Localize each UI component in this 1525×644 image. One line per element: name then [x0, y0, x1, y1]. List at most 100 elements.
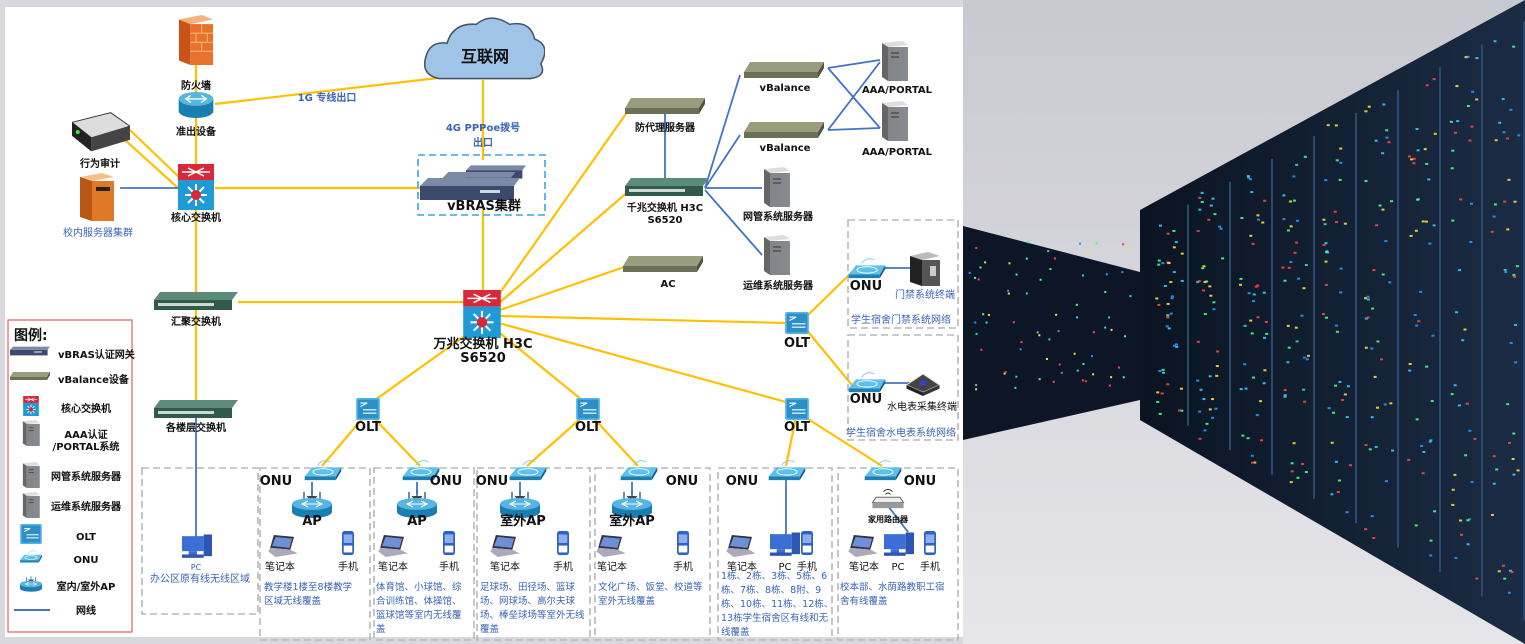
zone-description: 教学楼1楼至8楼教学 [264, 581, 352, 593]
olt-icon [356, 398, 380, 420]
zone-description: 合训练馆、体操馆、 [376, 595, 462, 607]
legend-item: 网管系统服务器 [22, 462, 122, 488]
onu-label: ONU [430, 474, 463, 489]
onu-label: ONU [260, 474, 293, 489]
legend-label: 核心交换机 [61, 402, 111, 415]
vbalance-icon [744, 62, 824, 78]
legend-item: 核心交换机 [22, 396, 111, 416]
vbras-icon [420, 178, 520, 200]
line-1g-label: 1G 专线出口 [298, 91, 357, 104]
zone-description: 校本部、水荫路教职工宿 [840, 581, 945, 593]
phone-icon [677, 531, 689, 555]
audit-label: 行为审计 [79, 157, 120, 170]
olt-icon [576, 398, 600, 420]
legend-item: /PORTAL系统 [53, 440, 120, 453]
olt-icon [785, 398, 809, 420]
zone-description: 体育馆、小球馆、综 [376, 581, 462, 593]
proxy-label: 防代理服务器 [635, 121, 696, 134]
gig-switch-label-2: S6520 [647, 215, 682, 226]
main-switch-label-1: 万兆交换机 H3C [433, 336, 533, 352]
phone-icon [342, 531, 354, 555]
ap-label: AP [302, 514, 322, 529]
device-label: 笔记本 [727, 560, 757, 573]
zone-description: 舍有线覆盖 [840, 595, 888, 607]
zone-description: 文化广场、饭堂、校道等 [598, 581, 703, 593]
gigabit-switch-icon [625, 178, 709, 196]
ac-label: AC [660, 279, 675, 290]
proxy-server-icon [625, 98, 705, 114]
main-switch-icon [463, 290, 501, 338]
olt-label: OLT [784, 420, 810, 435]
device-label: 笔记本 [265, 560, 295, 573]
aaa-label-1: AAA/PORTAL [862, 85, 933, 96]
phone-icon [557, 531, 569, 555]
zone-description: 区域无线覆盖 [264, 595, 322, 607]
legend-title: 图例: [14, 327, 48, 344]
meter-network-title: 学生宿舍水电表系统网络 [846, 426, 956, 439]
aggregation-switch-icon [154, 292, 238, 310]
gig-switch-label-1: 千兆交换机 H3C [627, 201, 703, 214]
floor-switch-label: 各楼层交换机 [165, 421, 226, 434]
legend-label: ONU [74, 555, 99, 566]
legend-label: 网线 [76, 604, 96, 617]
device-label: 笔记本 [490, 560, 520, 573]
device-label: 笔记本 [597, 560, 627, 573]
device-label: 手机 [920, 560, 940, 573]
main-switch-label-2: S6520 [460, 351, 506, 366]
coverage-zone: ONU室外AP笔记本手机足球场、田径场、篮球场、网球场、高尔夫球场、棒垒球场等室… [476, 460, 585, 635]
legend-item: OLT [20, 524, 96, 544]
ap-label: 室外AP [500, 513, 546, 529]
legend-item: ONU [20, 550, 99, 566]
legend-item: vBRAS认证网关 [10, 346, 135, 361]
zone-description: 足球场、田径场、篮球 [480, 581, 576, 593]
nms-server-icon [763, 166, 790, 208]
firewall-label: 防火墙 [181, 79, 211, 92]
zone-description: 线覆盖 [721, 626, 750, 638]
core-switch-icon [22, 396, 40, 416]
phone-icon [801, 531, 813, 555]
zone-description: 栋、7栋、8栋、8附、9 [721, 584, 821, 596]
legend-item: 运维系统服务器 [22, 492, 122, 518]
internet-label: 互联网 [461, 47, 509, 66]
coverage-zone: ONUAP笔记本手机体育馆、小球馆、综合训练馆、体操馆、篮球馆等室内无线覆盖 [376, 460, 463, 635]
device-label: PC [891, 562, 904, 573]
legend-label: vBalance设备 [58, 373, 130, 386]
zone-description: 覆盖 [480, 623, 500, 635]
legend-label: /PORTAL系统 [53, 440, 120, 453]
legend-label: OLT [76, 532, 96, 543]
nms-label: 网管系统服务器 [743, 210, 814, 223]
server-cluster-label: 校内服务器集群 [63, 226, 133, 239]
olt-label: OLT [355, 420, 381, 435]
vbalance-label-1: vBalance [760, 83, 811, 94]
core-switch-icon [178, 164, 214, 210]
legend-item: 网线 [14, 604, 96, 617]
phone-icon [924, 531, 936, 555]
ops-server-icon [763, 234, 790, 276]
device-label: 笔记本 [849, 560, 879, 573]
zone-description: 篮球馆等室内无线覆 [376, 609, 462, 621]
device-label: PC [778, 562, 791, 573]
vbalance-device-icon [10, 372, 50, 380]
vbras-cluster-label: vBRAS集群 [447, 198, 521, 214]
core-switch-label: 核心交换机 [171, 211, 221, 224]
legend-label: 运维系统服务器 [51, 500, 122, 513]
coverage-zone: ONU室外AP笔记本手机文化广场、饭堂、校道等室外无线覆盖 [596, 460, 703, 607]
zone-description: 场、棒垒球场等室外无线 [480, 609, 585, 621]
device-label: 手机 [338, 560, 358, 573]
onu-label: ONU [904, 474, 937, 489]
legend-item: 室内/室外AP [20, 575, 115, 593]
ap-label: AP [407, 514, 427, 529]
legend-label: vBRAS认证网关 [58, 348, 135, 361]
data-center-photo [963, 0, 1525, 644]
zone-description: 1栋、2栋、3栋、5栋、6 [721, 570, 827, 582]
olt-label: OLT [575, 420, 601, 435]
zone-description: 栋、10栋、11栋、12栋、 [721, 598, 833, 610]
ac-device-icon [623, 256, 703, 272]
vbalance-icon [744, 122, 824, 138]
aaa-server-icon [881, 40, 908, 82]
onu-label: ONU [476, 474, 509, 489]
router-label: 家用路由器 [868, 514, 909, 524]
